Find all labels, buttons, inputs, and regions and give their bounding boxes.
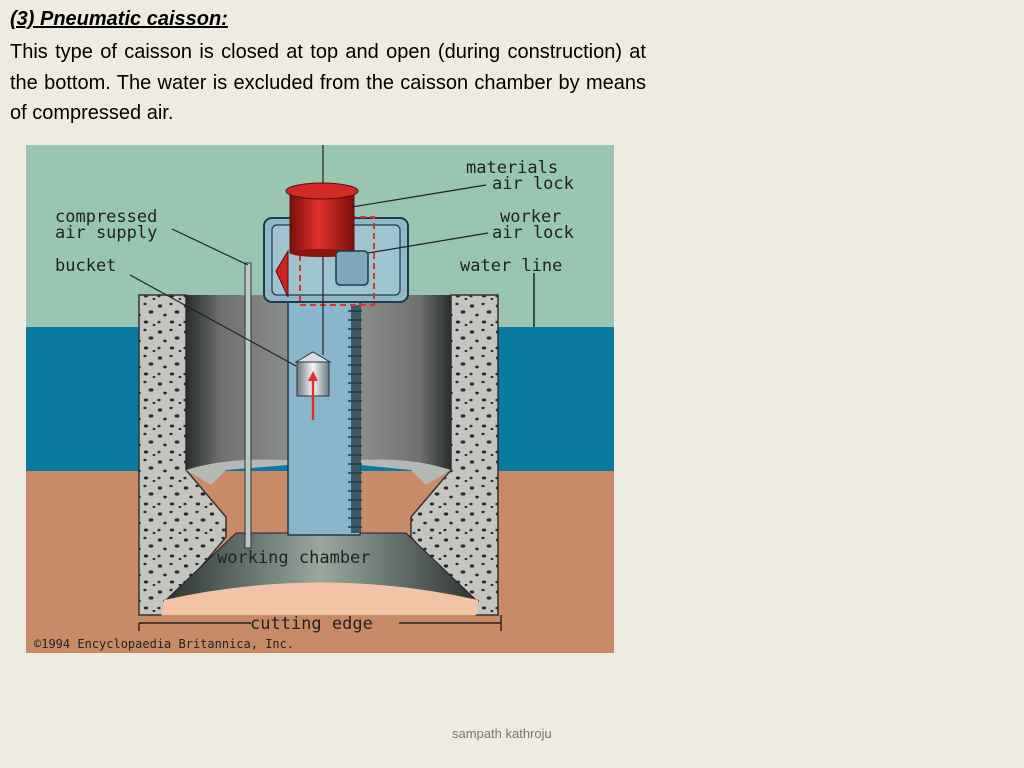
- label-working-chamber: working chamber: [217, 548, 371, 568]
- label-compressed-air-supply-line2: air supply: [55, 223, 157, 243]
- label-compressed-air-supply-line1: compressed: [55, 207, 157, 227]
- slide-body-text: This type of caisson is closed at top an…: [10, 41, 646, 124]
- label-copyright: ©1994 Encyclopaedia Britannica, Inc.: [34, 637, 294, 651]
- footer-author: sampath kathroju: [452, 726, 552, 741]
- chamber-floor: [161, 582, 478, 615]
- pneumatic-caisson-diagram: materials air lock worker air lock compr…: [26, 145, 614, 653]
- materials-air-lock: [289, 190, 355, 254]
- ladder-rungs: [348, 310, 362, 528]
- air-lock-side-cone: [275, 249, 289, 298]
- slide-heading: (3) Pneumatic caisson:: [10, 8, 228, 30]
- label-worker-air-lock-line2: air lock: [492, 223, 574, 243]
- label-water-line: water line: [460, 256, 562, 276]
- left-interior-wall: [186, 295, 288, 470]
- label-worker-air-lock-line1: worker: [500, 207, 561, 227]
- up-arrow-head: [308, 371, 318, 381]
- compressed-air-pipe: [244, 262, 252, 549]
- label-bucket: bucket: [55, 256, 116, 276]
- right-ledge: [360, 459, 451, 485]
- materials-air-lock-top: [285, 182, 359, 200]
- label-materials-air-lock-line2: air lock: [492, 174, 574, 194]
- leader-lines: [129, 184, 489, 367]
- cutting-edge-dimension: [138, 615, 502, 631]
- left-ledge: [186, 459, 288, 485]
- lock-dashed-outline: [299, 216, 375, 306]
- right-interior-wall: [360, 295, 451, 470]
- label-materials-air-lock-line1: materials: [466, 158, 558, 178]
- central-shaft: [287, 294, 361, 536]
- worker-air-lock: [335, 250, 369, 286]
- label-cutting-edge: cutting edge: [250, 614, 373, 634]
